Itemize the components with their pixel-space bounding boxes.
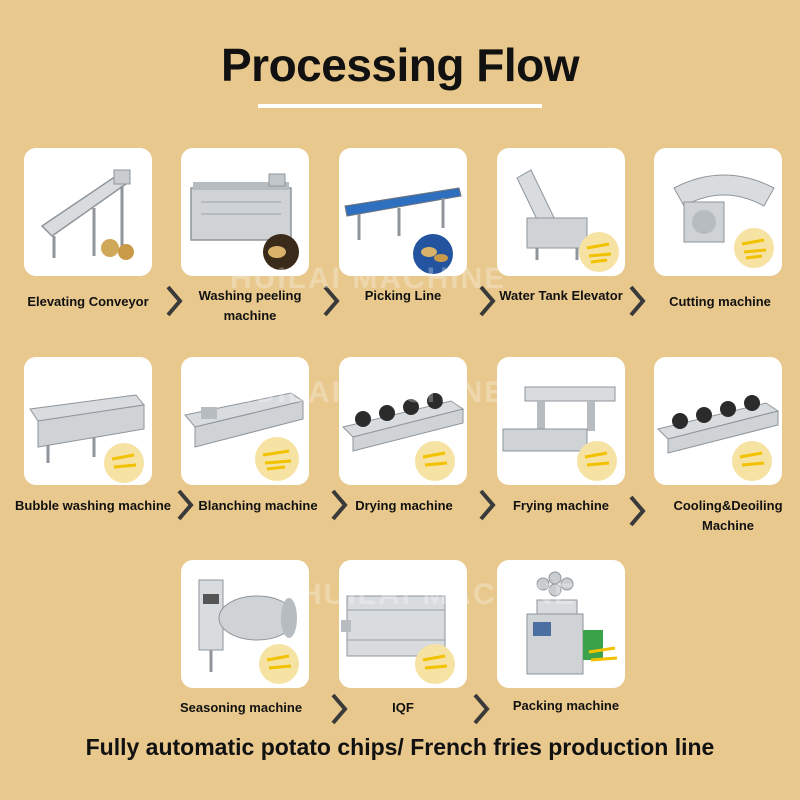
- watermark: HUILAI MACHINE: [300, 578, 577, 611]
- card-iqf: [339, 560, 467, 688]
- watermark: HUILAI MACHINE: [230, 262, 507, 295]
- washing-peeling-machine-icon: [190, 173, 299, 270]
- footer-caption: Fully automatic potato chips/ French fri…: [85, 734, 715, 760]
- bubble-washing-machine-icon: [29, 394, 145, 483]
- arrow-right-icon: [176, 488, 194, 522]
- arrow-right-icon: [472, 692, 490, 726]
- cooling-deoiling-machine-icon: [657, 395, 780, 481]
- card-blanching-machine: [181, 357, 309, 485]
- card-cutting-machine: [654, 148, 782, 276]
- seasoning-machine-icon: [198, 579, 299, 684]
- label-bubble-washing-machine: Bubble washing machine: [14, 498, 172, 513]
- label-picking-line: Picking Line: [364, 288, 442, 303]
- arrow-right-icon: [322, 284, 340, 318]
- arrow-right-icon: [628, 494, 646, 528]
- drying-machine-icon: [342, 393, 465, 481]
- card-cooling-deoiling-machine: [654, 357, 782, 485]
- label-washing-peeling-machine: Washing peeling machine: [198, 288, 302, 323]
- picking-line-icon: [344, 187, 462, 274]
- cutting-machine-icon: [673, 174, 775, 268]
- arrow-right-icon: [330, 692, 348, 726]
- label-cutting-machine: Cutting machine: [669, 294, 771, 309]
- watermark: HUILAI MACHINE: [230, 376, 507, 409]
- card-bubble-washing-machine: [24, 357, 152, 485]
- label-cooling-deoiling-machine: Cooling&Deoiling Machine: [673, 498, 783, 533]
- card-picking-line: [339, 148, 467, 276]
- page-title: Processing Flow: [220, 39, 580, 91]
- arrow-right-icon: [478, 284, 496, 318]
- card-washing-peeling-machine: [181, 148, 309, 276]
- card-water-tank-elevator: [497, 148, 625, 276]
- title-underline: [258, 104, 542, 108]
- label-blanching-machine: Blanching machine: [198, 498, 318, 513]
- label-packing-machine: Packing machine: [512, 698, 620, 713]
- label-water-tank-elevator: Water Tank Elevator: [499, 288, 623, 303]
- label-drying-machine: Drying machine: [355, 498, 453, 513]
- arrow-right-icon: [330, 488, 348, 522]
- elevating-conveyor-icon: [40, 169, 134, 260]
- label-frying-machine: Frying machine: [512, 498, 610, 513]
- card-elevating-conveyor: [24, 148, 152, 276]
- card-seasoning-machine: [181, 560, 309, 688]
- label-iqf: IQF: [392, 700, 414, 715]
- blanching-machine-icon: [184, 392, 305, 481]
- arrow-right-icon: [478, 488, 496, 522]
- arrow-right-icon: [165, 284, 183, 318]
- water-tank-elevator-icon: [516, 169, 619, 272]
- label-elevating-conveyor: Elevating Conveyor: [27, 294, 149, 309]
- packing-machine-icon: [526, 571, 618, 675]
- arrow-right-icon: [628, 284, 646, 318]
- frying-machine-icon: [502, 386, 617, 481]
- label-seasoning-machine: Seasoning machine: [179, 700, 303, 715]
- card-frying-machine: [497, 357, 625, 485]
- card-drying-machine: [339, 357, 467, 485]
- card-packing-machine: [497, 560, 625, 688]
- iqf-icon: [341, 595, 455, 684]
